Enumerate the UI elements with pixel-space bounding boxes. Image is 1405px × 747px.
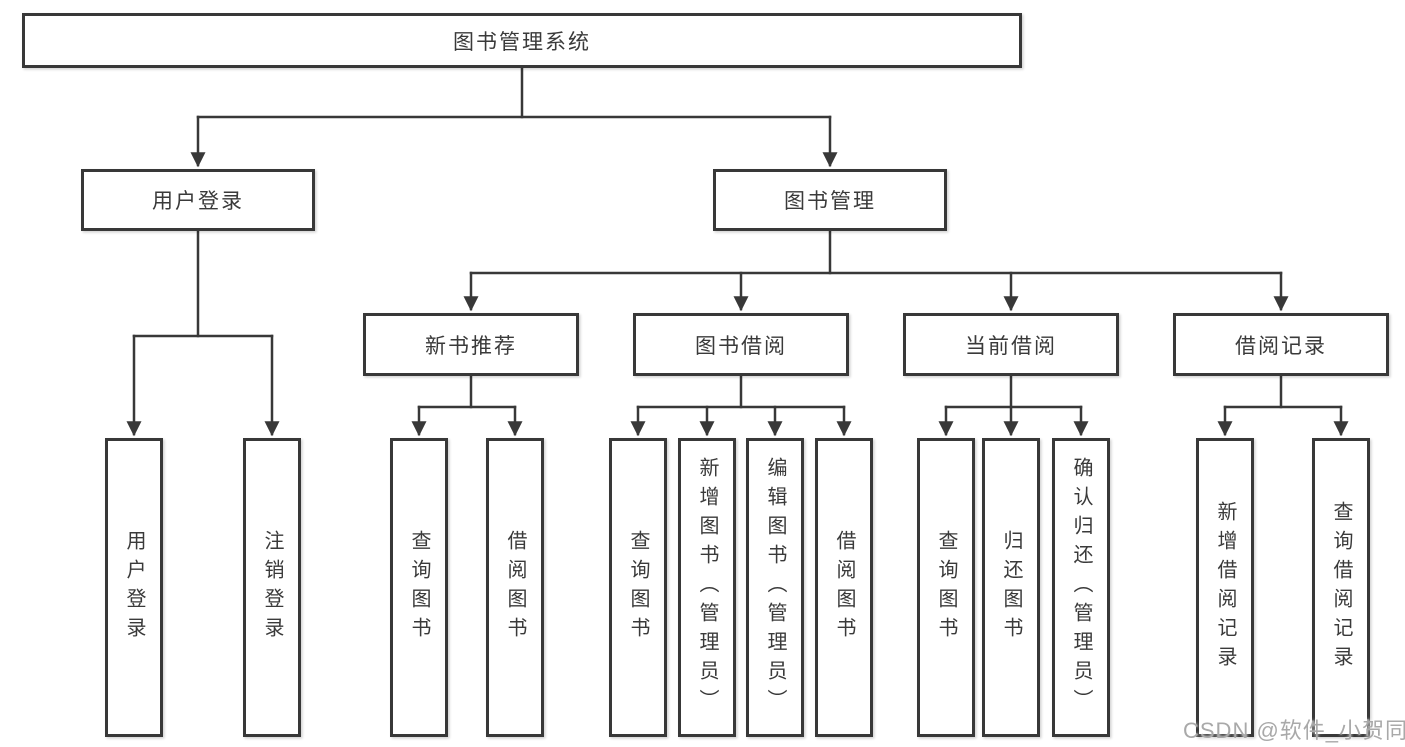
node-leaf-query-books-1: 查询图书 (390, 438, 448, 737)
node-leaf-query-books-2: 查询图书 (609, 438, 667, 737)
csdn-watermark: CSDN @软件_小贺同学 (1183, 718, 1405, 743)
node-book-management: 图书管理 (713, 169, 947, 231)
node-user-login: 用户登录 (81, 169, 315, 231)
node-leaf-return-book: 归还图书 (982, 438, 1040, 737)
node-borrow-record: 借阅记录 (1173, 313, 1389, 376)
node-leaf-edit-book-admin: 编辑图书（管理员） (746, 438, 804, 737)
node-current-borrow: 当前借阅 (903, 313, 1119, 376)
node-book-borrow: 图书借阅 (633, 313, 849, 376)
node-leaf-query-books-3: 查询图书 (917, 438, 975, 737)
node-leaf-add-book-admin: 新增图书（管理员） (678, 438, 736, 737)
node-leaf-logout: 注销登录 (243, 438, 301, 737)
node-root: 图书管理系统 (22, 13, 1022, 68)
node-leaf-add-borrow-record: 新增借阅记录 (1196, 438, 1254, 737)
node-leaf-query-borrow-record: 查询借阅记录 (1312, 438, 1370, 737)
node-leaf-user-login: 用户登录 (105, 438, 163, 737)
node-leaf-borrow-books-1: 借阅图书 (486, 438, 544, 737)
node-new-book-recommend: 新书推荐 (363, 313, 579, 376)
node-leaf-confirm-return-admin: 确认归还（管理员） (1052, 438, 1110, 737)
node-leaf-borrow-books-2: 借阅图书 (815, 438, 873, 737)
